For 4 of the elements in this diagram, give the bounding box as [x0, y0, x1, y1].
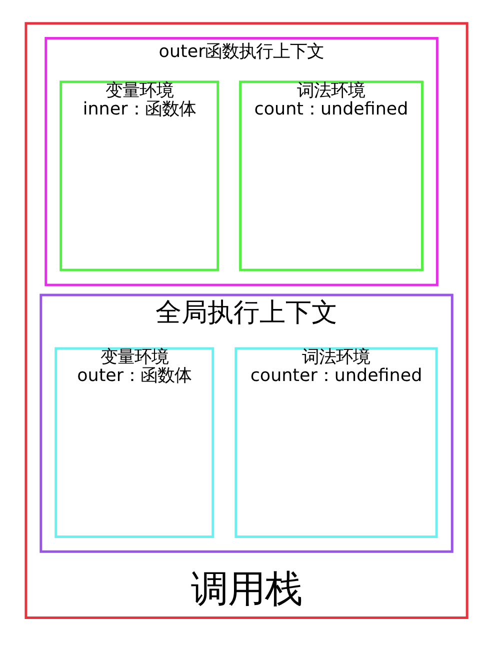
node-box: 词法环境 counter：undefined	[234, 347, 438, 538]
node-box: 变量环境 inner：函数体	[60, 80, 220, 272]
node-box: 词法环境 count：undefined	[239, 80, 424, 272]
node-box: 变量环境 outer：函数体	[54, 347, 214, 538]
